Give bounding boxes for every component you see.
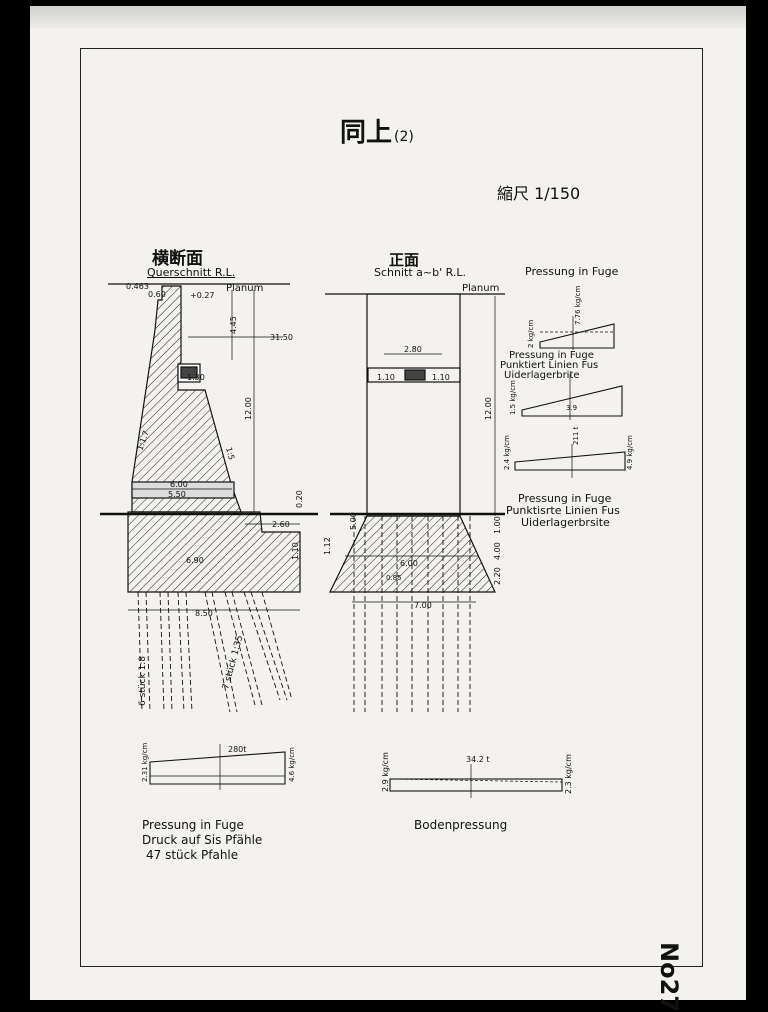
boden-caption: Bodenpressung: [414, 818, 508, 832]
retaining-wall: [131, 285, 242, 513]
dim-0463: 0.463: [126, 282, 149, 291]
pile: [243, 591, 281, 701]
front-section-title-de: Schnitt a~b' R.L.: [374, 266, 466, 279]
boden-mid-value: 34.2 t: [466, 755, 490, 764]
pile: [159, 591, 165, 713]
pile-label-b: 7 stück 1:35: [221, 634, 245, 690]
pressure-diagram-1: [539, 323, 615, 349]
front-section: [325, 293, 505, 712]
dim-690: 6.90: [186, 556, 204, 565]
pile-pressure-caption-1: Pressung in Fuge: [142, 818, 244, 832]
slope-right: 1:5: [224, 446, 236, 461]
pressure-title: Pressung in Fuge: [525, 265, 619, 278]
page-title: 同上(2): [340, 112, 414, 149]
front-dim-400: 4.00: [493, 542, 502, 560]
pressure-1-right-value: 7.76 kg/cm: [574, 285, 582, 325]
pile-pressure-right-value: 4.6 kg/cm: [288, 747, 296, 782]
pile-pressure-caption-2: Druck auf Sis Pfähle: [142, 833, 263, 847]
page-title-text: 同上: [340, 118, 393, 148]
pressure-diagram-3: [514, 451, 626, 471]
front-dim-085: 0.85: [386, 574, 402, 582]
front-dim-100: 1.00: [493, 516, 502, 534]
piles-cross: [137, 591, 293, 713]
boden-rect: [389, 778, 563, 792]
pressure-3-mid-value: 211 t: [572, 426, 580, 445]
footing: [127, 511, 301, 593]
dim-3150: 31.50: [270, 333, 293, 342]
wall-opening-inner: [180, 366, 198, 379]
pier-body: [366, 293, 461, 517]
scale-label: 縮尺 1/150: [497, 184, 581, 203]
pile: [185, 591, 193, 713]
pile: [177, 591, 185, 713]
pile: [145, 591, 151, 713]
boden-dashed: [389, 778, 563, 783]
pressure-label-1: Pressung in Fuge: [509, 350, 594, 361]
cross-section-title-de: Querschnitt R.L.: [147, 266, 236, 279]
front-section-planum: Planum: [462, 283, 500, 294]
front-dim-110-left: 1.10: [377, 373, 395, 382]
cross-section-planum: Planum: [226, 283, 264, 294]
pile: [211, 591, 238, 713]
pressure-3-left-value: 2.4 kg/cm: [503, 435, 511, 470]
boden-pressure-diagram: [389, 764, 563, 798]
pile: [204, 591, 231, 713]
pressure-1-left-value: 2 kg/cm: [527, 320, 535, 348]
pier-opening: [404, 369, 426, 381]
pile-pressure-left-value: 2.31 kg/cm: [141, 742, 149, 782]
pressure-label-6: Uiderlagerbrsite: [521, 516, 610, 529]
front-dim-500: 5.00: [349, 512, 358, 530]
pile: [250, 591, 288, 701]
pressure-3-right-value: 4.9 kg/cm: [626, 435, 634, 470]
front-dim-600: 6.00: [400, 559, 418, 568]
pressure-label-5: Punktisrte Linien Fus: [506, 504, 620, 517]
footing-cap: [131, 481, 235, 499]
pressure-diagrams: [514, 316, 626, 478]
dim-110: 1.10: [291, 542, 300, 560]
dim-600: 6.00: [170, 480, 188, 489]
dim-445: 4.45: [229, 316, 238, 334]
pressure-2-left-value: 1.5 kg/cm: [509, 380, 517, 415]
pile-pressure-shape: [149, 751, 286, 785]
pressure-label-3: Uiderlagerbrite: [504, 370, 580, 381]
cross-section-title-jp: 横断面: [152, 249, 203, 269]
pile-pressure-diagram: [149, 744, 286, 790]
pressure-label-4: Pressung in Fuge: [518, 492, 612, 505]
cross-section: [100, 283, 318, 713]
pile-label-a: 6 stück 1:8: [138, 656, 148, 706]
pile: [167, 591, 173, 713]
pile: [137, 591, 143, 713]
front-section-title-jp: 正面: [389, 251, 420, 269]
pressure-diagram-2: [521, 385, 623, 417]
front-dim-110-right: 1.10: [432, 373, 450, 382]
front-dim-112: 1.12: [323, 537, 332, 555]
front-dim-220: 2.20: [493, 567, 502, 585]
front-dim-1200: 12.00: [484, 397, 493, 420]
boden-left-value: 2.9 kg/cm: [381, 752, 390, 792]
dim-060: 0.60: [148, 290, 166, 299]
dim-550: 5.50: [168, 490, 186, 499]
front-dim-700: 7.00: [414, 601, 432, 610]
dim-130: 1.30: [187, 373, 205, 382]
dim-027: +0.27: [190, 291, 215, 300]
dim-260: 2.60: [272, 520, 290, 529]
boden-right-value: 2.3 kg/cm: [564, 754, 573, 794]
pile-pressure-top-value: 280t: [228, 745, 246, 754]
front-dim-280: 2.80: [404, 345, 422, 354]
page-title-suffix: (2): [394, 129, 414, 145]
pile: [224, 591, 256, 706]
front-footing: [329, 515, 496, 593]
pressure-2-mid-value: 3.9: [566, 404, 577, 412]
dim-1200: 12.00: [244, 397, 253, 420]
drawing-frame: [80, 48, 703, 967]
pile: [261, 591, 293, 701]
piles-front: [353, 516, 471, 712]
dim-850: 8.50: [195, 609, 213, 618]
dim-020: 0.20: [295, 490, 304, 508]
pressure-label-2: Punktiert Linien Fus: [500, 360, 599, 371]
pier-opening-band: [367, 367, 461, 383]
pile: [231, 591, 263, 706]
pile-pressure-caption-3: 47 stück Pfahle: [146, 848, 239, 862]
